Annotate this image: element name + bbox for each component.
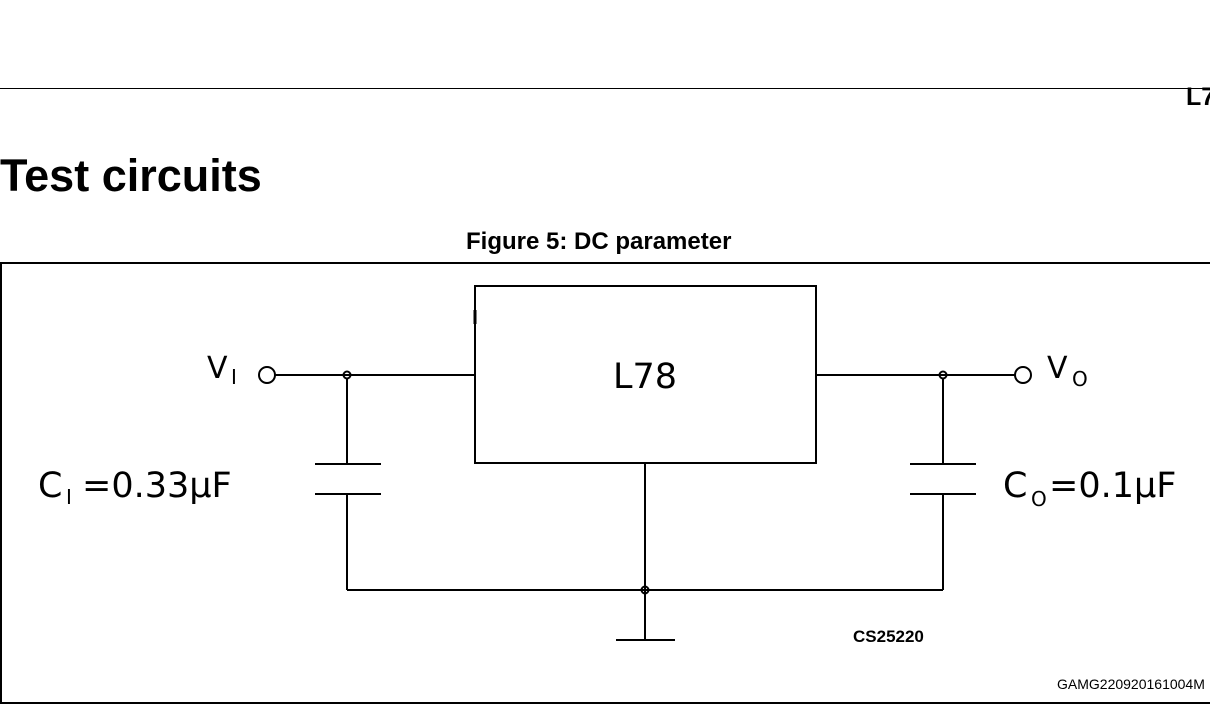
output-terminal xyxy=(1014,366,1032,384)
ground-junction-dot xyxy=(640,585,650,595)
output-cap-symbol: C xyxy=(1003,466,1027,506)
input-cap-subscript: I xyxy=(66,485,72,509)
input-voltage-symbol: V xyxy=(207,351,228,386)
output-cap-subscript: O xyxy=(1031,487,1047,511)
input-cap-symbol: C xyxy=(38,466,62,506)
input-cap-value: =0.33μF xyxy=(82,466,232,506)
figure-image-id: GAMG220920161004M xyxy=(1057,676,1205,692)
output-cap-value: =0.1μF xyxy=(1049,466,1176,506)
section-title: Test circuits xyxy=(0,150,262,201)
input-voltage-subscript: I xyxy=(231,365,237,389)
ic-label: L78 xyxy=(613,357,677,397)
header-rule xyxy=(0,88,1210,89)
document-header-mark: L7 xyxy=(1186,83,1210,111)
output-voltage-symbol: V xyxy=(1047,351,1068,386)
figure-frame xyxy=(0,262,1210,704)
output-junction-dot xyxy=(938,370,948,380)
input-junction-dot xyxy=(342,370,352,380)
schematic-code: CS25220 xyxy=(853,627,924,646)
output-voltage-subscript: O xyxy=(1072,367,1088,391)
figure-caption: Figure 5: DC parameter xyxy=(466,228,732,255)
input-terminal xyxy=(258,366,276,384)
